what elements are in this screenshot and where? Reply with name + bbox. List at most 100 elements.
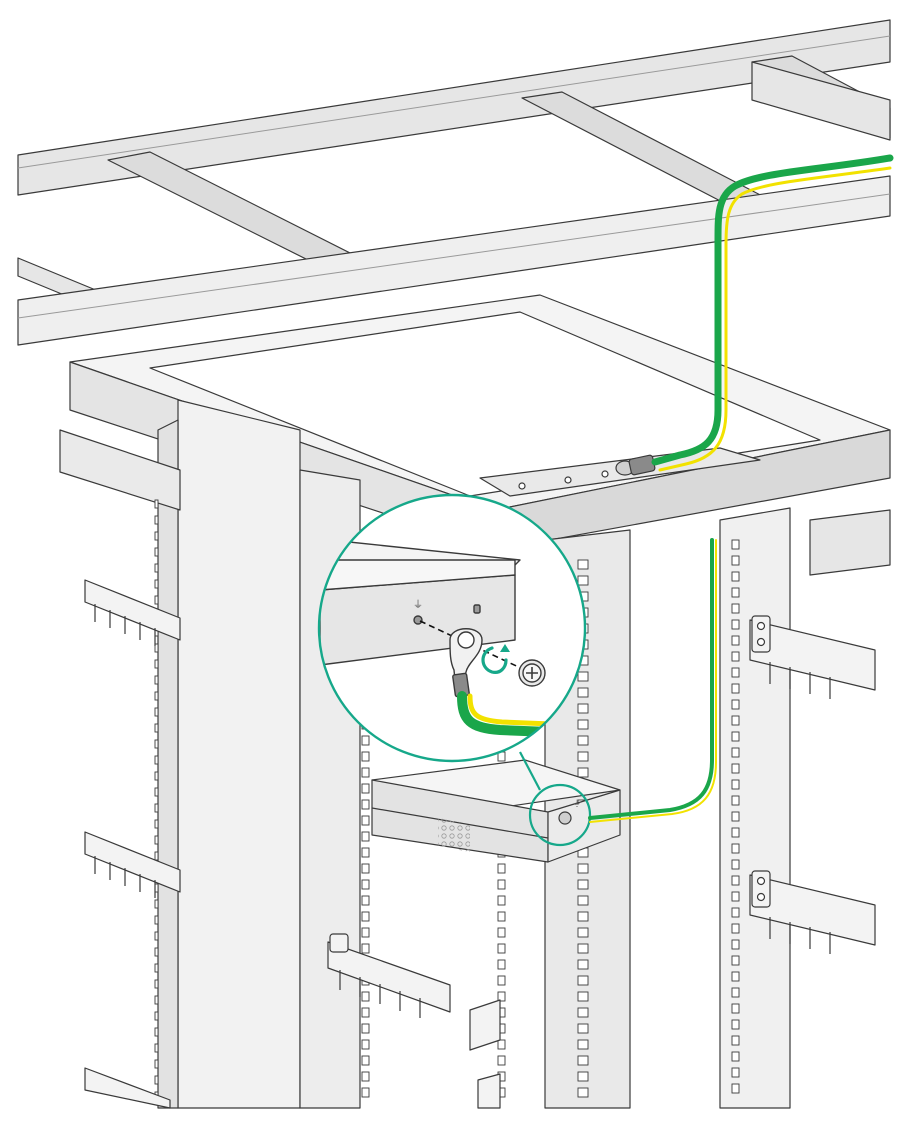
rack-mounting-hole <box>361 735 370 746</box>
rack-mounting-hole <box>577 959 589 970</box>
rack-mounting-hole <box>731 619 740 630</box>
grounding-cable <box>588 154 894 823</box>
rack-mounting-hole <box>361 1039 370 1050</box>
rack-mounting-hole <box>731 875 740 886</box>
rack-mounting-hole <box>577 1071 589 1082</box>
rack-mounting-hole <box>731 1035 740 1046</box>
rack-mounting-hole <box>497 911 506 922</box>
rack-mounting-hole <box>731 827 740 838</box>
rack-mounting-hole <box>154 899 159 909</box>
rack-mounting-hole <box>497 959 506 970</box>
rack-mounting-hole <box>577 735 589 746</box>
cable-ladder <box>17 19 891 346</box>
rack-left-post <box>177 399 301 1109</box>
rack-mounting-hole <box>361 879 370 890</box>
grounding-cable-overhead <box>651 154 894 466</box>
rack-mounting-hole <box>577 751 589 762</box>
rack-mounting-hole <box>731 667 740 678</box>
rack-mounting-hole <box>361 1087 370 1098</box>
rack-mounting-hole <box>154 803 159 813</box>
rack-mounting-hole <box>497 895 506 906</box>
rack-mounting-hole <box>731 539 740 550</box>
rack-mounting-hole <box>577 671 589 682</box>
rack-mounting-hole <box>731 651 740 662</box>
rack-mounting-hole <box>361 847 370 858</box>
zoom-cable <box>457 691 585 739</box>
rack-mounting-hole <box>154 563 159 573</box>
rack-mounting-hole <box>577 703 589 714</box>
rack-mounting-hole <box>154 707 159 717</box>
rack-mounting-hole <box>154 963 159 973</box>
rack-mounting-hole <box>361 767 370 778</box>
rack-mounting-hole <box>731 891 740 902</box>
rack-mounting-hole <box>731 747 740 758</box>
cable-bracket-mid <box>327 933 451 1018</box>
rack-mounting-hole <box>731 555 740 566</box>
device-ground-screw <box>558 811 572 825</box>
rack-mounting-hole <box>731 795 740 806</box>
rack-mounting-hole <box>731 571 740 582</box>
rack-mounting-hole <box>154 851 159 861</box>
rack-device: ⏚ <box>371 759 621 863</box>
rack-mounting-hole <box>497 879 506 890</box>
rack-mounting-hole <box>731 1019 740 1030</box>
rack-mounting-hole <box>361 927 370 938</box>
rack-mounting-hole <box>154 659 159 669</box>
rack-mounting-hole <box>731 779 740 790</box>
rack-mounting-hole <box>154 499 159 509</box>
rack-mounting-hole <box>497 863 506 874</box>
zoom-ring-terminal-icon <box>449 628 483 698</box>
zoom-ground-symbol-icon: ⏚ <box>413 599 423 611</box>
rack-mounting-hole <box>361 751 370 762</box>
grounding-cable-vertical <box>588 538 714 820</box>
rack-mounting-hole <box>731 1083 740 1094</box>
rack-mounting-hole <box>577 1039 589 1050</box>
rack-mounting-hole <box>361 1023 370 1034</box>
cable-brackets <box>84 579 876 1109</box>
rack-mounting-hole <box>497 991 506 1002</box>
rack-mounting-hole <box>154 691 159 701</box>
ladder-right-rail <box>751 61 891 141</box>
rack-mounting-hole <box>361 831 370 842</box>
rack-mounting-hole <box>361 991 370 1002</box>
rack-mounting-hole <box>731 923 740 934</box>
rack-mounting-hole <box>731 859 740 870</box>
rack-mounting-hole <box>154 787 159 797</box>
rack-mounting-hole <box>577 975 589 986</box>
rack-mounting-hole <box>361 815 370 826</box>
rack-mounting-hole <box>154 739 159 749</box>
cable-bracket-bottom <box>469 999 501 1109</box>
rack-mounting-hole <box>361 863 370 874</box>
rack-mounting-hole <box>497 943 506 954</box>
ladder-back-rail <box>17 19 891 196</box>
rack-mounting-hole <box>154 515 159 525</box>
rack-mounting-hole <box>154 771 159 781</box>
rack-mounting-hole <box>731 843 740 854</box>
rack-mounting-hole <box>731 987 740 998</box>
rack-mounting-hole <box>154 595 159 605</box>
rack-mounting-hole <box>731 1067 740 1078</box>
rack-mounting-hole <box>361 1007 370 1018</box>
rack-mounting-hole <box>731 635 740 646</box>
rack-mounting-hole <box>154 1043 159 1053</box>
rack-mounting-hole <box>731 1051 740 1062</box>
rack-mounting-hole <box>361 911 370 922</box>
rack-right-side-rail <box>809 509 891 576</box>
ladder-front-rail <box>17 175 891 346</box>
zoom-callout: ⏚ <box>317 493 587 763</box>
rack-mounting-hole <box>361 895 370 906</box>
rack-mounting-hole <box>731 811 740 822</box>
rack-mounting-hole <box>154 579 159 589</box>
callout-leader-line <box>519 751 541 791</box>
rack-top-panel <box>149 311 821 497</box>
rack-mounting-hole <box>497 927 506 938</box>
rack-mounting-hole <box>577 687 589 698</box>
rack-mounting-hole <box>361 1055 370 1066</box>
rack-mounting-hole <box>154 1011 159 1021</box>
rack-mounting-hole <box>577 943 589 954</box>
zoom-ground-hole <box>413 615 423 625</box>
rack-mounting-hole <box>154 723 159 733</box>
rack-mounting-hole <box>731 683 740 694</box>
zoom-screw-icon <box>518 659 546 687</box>
